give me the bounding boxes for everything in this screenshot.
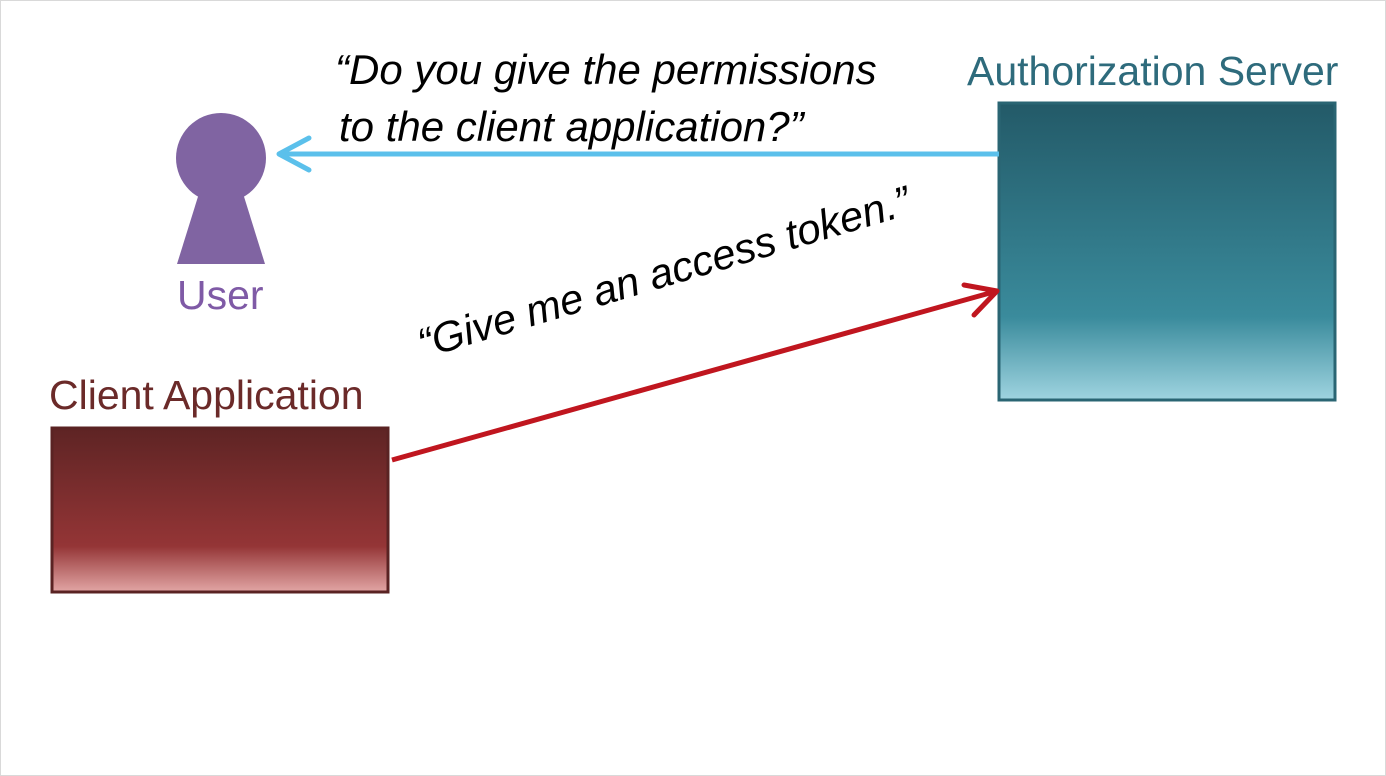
client-application-box: [50, 426, 390, 594]
client-application-label: Client Application: [49, 372, 364, 418]
consent-request-line-2: to the client application?”: [339, 103, 804, 150]
consent-request-message: “Do you give the permissions to the clie…: [335, 41, 877, 155]
authorization-server-box: [997, 101, 1337, 402]
user-label: User: [177, 272, 264, 318]
consent-request-line-1: “Do you give the permissions: [335, 46, 877, 93]
consent-request-arrow: [276, 135, 999, 173]
token-request-arrow: [391, 282, 1000, 463]
authorization-server-label: Authorization Server: [967, 48, 1339, 94]
user-icon: [176, 113, 266, 264]
